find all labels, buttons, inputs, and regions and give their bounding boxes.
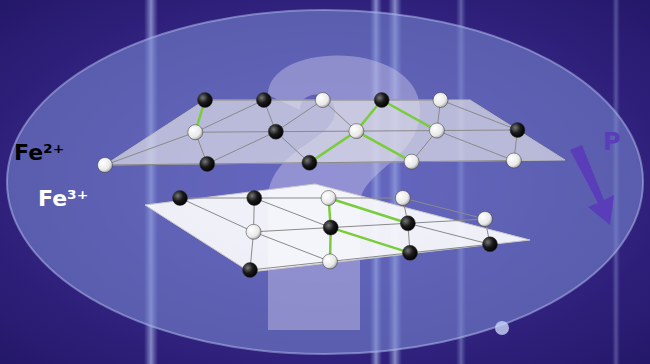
lattice-line	[441, 100, 518, 130]
fe3-ion	[98, 158, 113, 173]
polarization-arrow	[570, 145, 614, 225]
fe3-ion	[433, 93, 448, 108]
upper-lattice	[98, 93, 526, 173]
lattice-line	[105, 132, 195, 165]
fe2-ion	[400, 216, 415, 231]
lattice-line	[254, 198, 330, 228]
fe3-ion	[349, 124, 364, 139]
lattice-line	[264, 100, 323, 101]
lattice-line	[309, 131, 356, 163]
lattice-line	[329, 198, 408, 223]
fe2-ion	[173, 191, 188, 206]
fe2-ion	[198, 93, 213, 108]
lattice-line	[437, 130, 518, 132]
lattice-line	[356, 131, 411, 162]
fe2-ion	[403, 245, 418, 260]
fe2-ion	[374, 93, 389, 108]
fe3-ion	[506, 153, 521, 168]
lattice-line	[207, 163, 309, 164]
lattice-line	[408, 219, 485, 223]
ellipse-ground	[7, 10, 643, 354]
lattice-line	[276, 100, 323, 132]
fe3-ion	[478, 212, 493, 227]
lattice-line	[403, 198, 485, 219]
lattice-line	[254, 198, 328, 199]
lattice-line	[331, 228, 410, 253]
lattice-line	[382, 100, 441, 101]
lattice-line	[254, 228, 331, 232]
upper-plane	[105, 100, 565, 165]
lattice-line	[205, 100, 264, 101]
polarization-label: P	[603, 128, 621, 156]
lattice-line	[207, 132, 276, 164]
lattice-line	[330, 253, 410, 262]
lattice-line	[276, 131, 357, 133]
lattice-line	[250, 261, 330, 270]
fe2-ion	[268, 124, 283, 139]
fe2-label: Fe²⁺	[14, 140, 64, 165]
lower-plane	[145, 184, 530, 272]
spot	[495, 321, 509, 335]
fe2-ion	[302, 155, 317, 170]
lattice-line	[331, 223, 408, 227]
fe2-ion	[256, 93, 271, 108]
fe2-ion	[200, 156, 215, 171]
lattice-line	[180, 198, 254, 199]
lattice-line	[382, 100, 437, 131]
lattice-line	[329, 198, 403, 199]
fe3-ion	[395, 191, 410, 206]
fe3-ion	[315, 93, 330, 108]
lattice-line	[437, 131, 514, 161]
fe3-ion	[188, 125, 203, 140]
fe2-ion	[323, 220, 338, 235]
lattice-line	[195, 131, 276, 133]
lower-lattice	[173, 191, 498, 278]
lattice-line	[410, 244, 490, 253]
lattice-line	[180, 198, 254, 232]
fe3-ion	[429, 123, 444, 138]
lattice-line	[356, 130, 437, 132]
fe3-ion	[404, 154, 419, 169]
fe3-ion	[323, 254, 338, 269]
fe2-ion	[510, 123, 525, 138]
lattice-line	[309, 162, 411, 163]
lattice-line	[254, 232, 330, 262]
lattice-line	[412, 161, 514, 162]
fe2-ion	[483, 237, 498, 252]
fe3-ion	[321, 191, 336, 206]
fe2-ion	[243, 263, 258, 278]
fe3-ion	[246, 224, 261, 239]
lattice-line	[408, 223, 490, 244]
fe3-label: Fe³⁺	[38, 186, 88, 211]
lattice-line	[105, 164, 207, 165]
fe2-ion	[247, 191, 262, 206]
lattice-line	[323, 100, 382, 101]
